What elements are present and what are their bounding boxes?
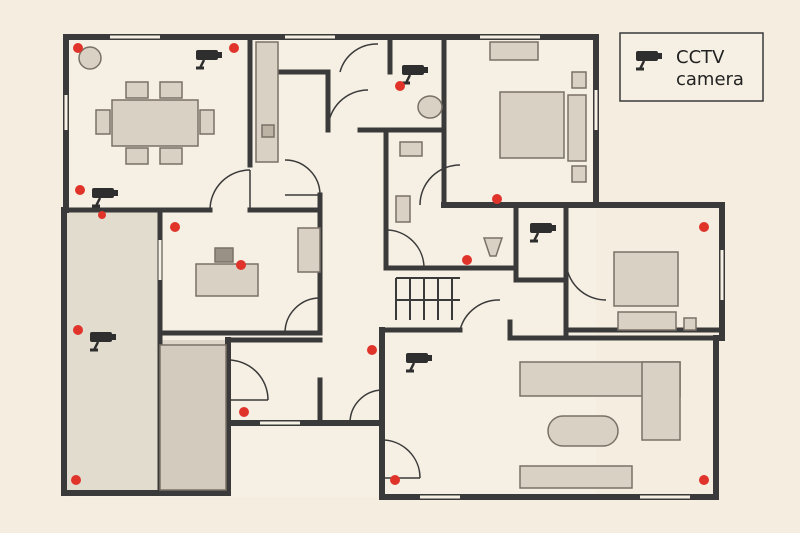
sensor-dot	[367, 345, 377, 355]
bed	[613, 251, 679, 307]
nightstand	[571, 165, 587, 183]
cabinet	[297, 227, 321, 273]
doors	[209, 43, 607, 479]
legend-label-line2: camera	[676, 69, 744, 90]
chair	[125, 81, 149, 99]
sink-2	[482, 237, 504, 257]
dining-table	[111, 99, 199, 147]
sink	[399, 141, 423, 157]
nightstand	[571, 71, 587, 89]
sofa-chaise	[641, 361, 681, 441]
side-table	[683, 317, 697, 331]
sensor-dot	[73, 43, 83, 53]
toilet	[417, 95, 443, 119]
tv-console	[519, 465, 633, 489]
nightstand-bench	[567, 94, 587, 162]
sensor-dot	[73, 325, 83, 335]
kitchen-counter	[255, 41, 279, 163]
sensor-dot	[75, 185, 85, 195]
sensor-dot	[390, 475, 400, 485]
chair	[95, 109, 111, 135]
windows	[64, 35, 724, 499]
walls	[61, 34, 725, 500]
sensor-dot	[229, 43, 239, 53]
chair	[199, 109, 215, 135]
sensor-dot	[699, 222, 709, 232]
desk	[195, 263, 259, 297]
sensor-dot	[98, 211, 106, 219]
sensor-dot	[170, 222, 180, 232]
legend-box	[619, 32, 764, 102]
chair	[125, 147, 149, 165]
coffee-table	[547, 415, 619, 447]
legend: CCTV camera	[619, 32, 764, 102]
garage-floor	[64, 210, 160, 493]
headboard-bench	[617, 311, 677, 331]
furniture	[78, 41, 697, 491]
sensor-dot	[71, 475, 81, 485]
sensor-dot	[462, 255, 472, 265]
sensor-dot	[395, 81, 405, 91]
toilet-2	[395, 195, 411, 223]
sensor-dot	[492, 194, 502, 204]
sensor-dot	[239, 407, 249, 417]
legend-label-line1: CCTV	[676, 47, 725, 68]
monitor	[214, 247, 234, 263]
stairs	[395, 277, 460, 320]
chair	[159, 147, 183, 165]
dresser	[489, 41, 539, 61]
car-bay	[159, 344, 227, 491]
sensor-dot	[699, 475, 709, 485]
double-bed	[499, 91, 565, 159]
chair	[159, 81, 183, 99]
sensor-dot	[236, 260, 246, 270]
sensors	[71, 43, 709, 485]
stove	[261, 124, 275, 138]
plant-pot	[78, 46, 102, 70]
